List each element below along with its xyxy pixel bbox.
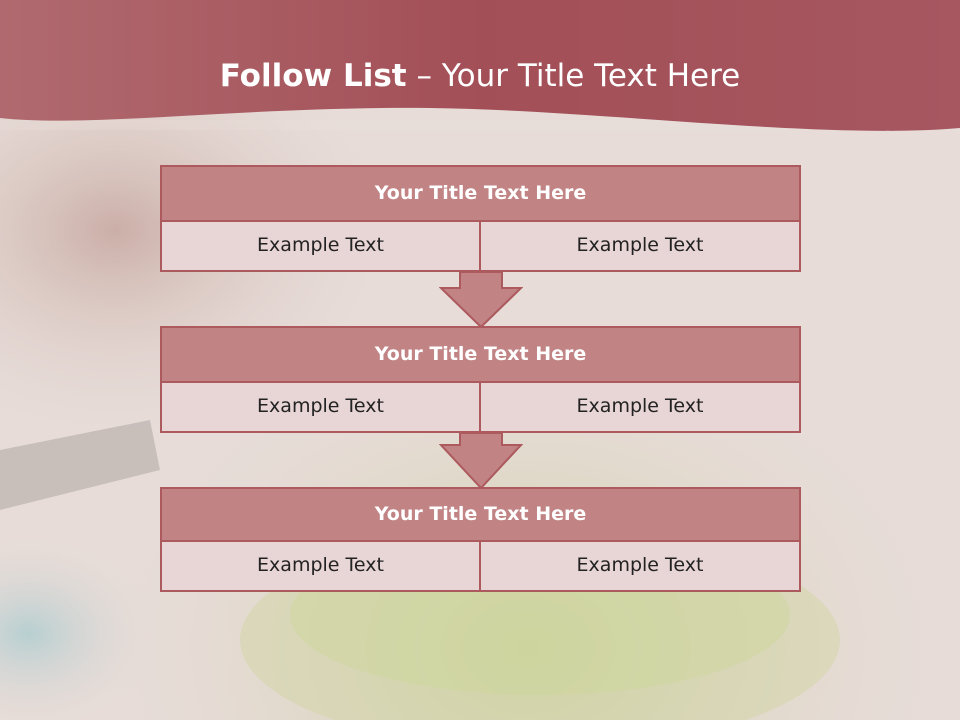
down-arrow-icon	[439, 271, 523, 329]
step-cell-right: Example Text	[481, 383, 801, 433]
step-cell-left: Example Text	[160, 542, 481, 592]
header-banner	[0, 0, 960, 131]
down-arrow-icon	[439, 432, 523, 490]
step-block-2: Your Title Text Here Example Text Exampl…	[160, 326, 801, 433]
slide-title-bold: Follow List	[219, 58, 407, 94]
slide-title: Follow List – Your Title Text Here	[0, 52, 960, 100]
step-title: Your Title Text Here	[160, 326, 801, 383]
step-block-1: Your Title Text Here Example Text Exampl…	[160, 165, 801, 272]
step-cell-right: Example Text	[481, 542, 801, 592]
step-cell-left: Example Text	[160, 383, 481, 433]
step-title: Your Title Text Here	[160, 165, 801, 222]
step-block-3: Your Title Text Here Example Text Exampl…	[160, 487, 801, 594]
step-cell-right: Example Text	[481, 222, 801, 272]
step-title: Your Title Text Here	[160, 487, 801, 542]
slide-title-rest: – Your Title Text Here	[406, 58, 741, 94]
step-cell-left: Example Text	[160, 222, 481, 272]
